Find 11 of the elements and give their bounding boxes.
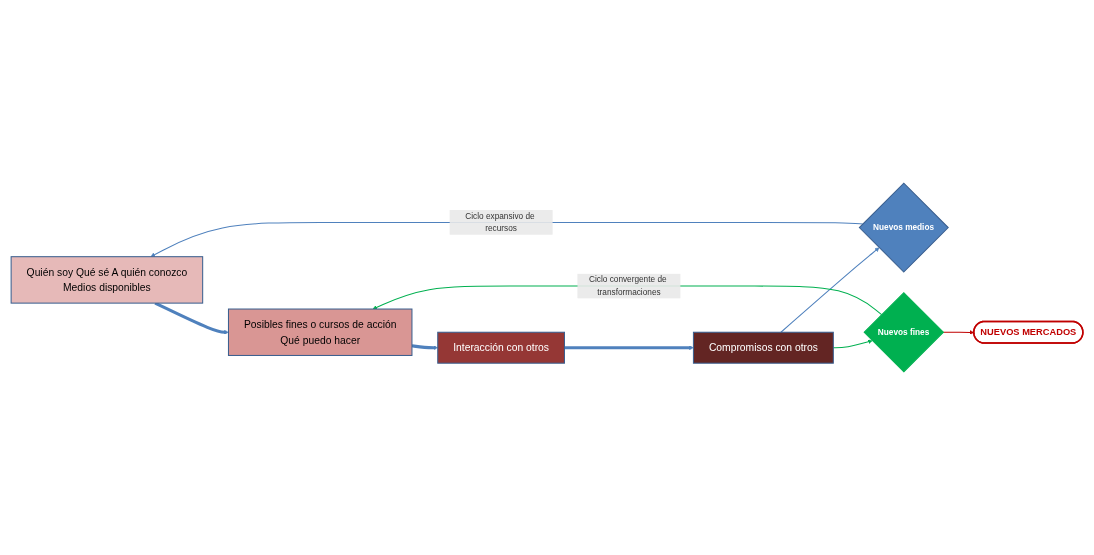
node-box: Quién soy Qué sé A quién conozco Medios disponibles [10,256,204,304]
node-diamond: Nuevos medios [858,182,949,273]
edge-label: Ciclo convergente de transformaciones [589,275,667,297]
node-box: Posibles fines o cursos de acción Qué puedo hacer [227,308,413,356]
arrow [411,344,438,350]
arrow [564,345,694,350]
node-diamond: Nuevos fines [863,291,945,373]
arrow [780,247,880,333]
node-box: Compromisos con otros [692,331,834,364]
edge-label: Ciclo expansivo de recursos [465,211,535,233]
node-box: Interacción con otros [437,331,565,364]
